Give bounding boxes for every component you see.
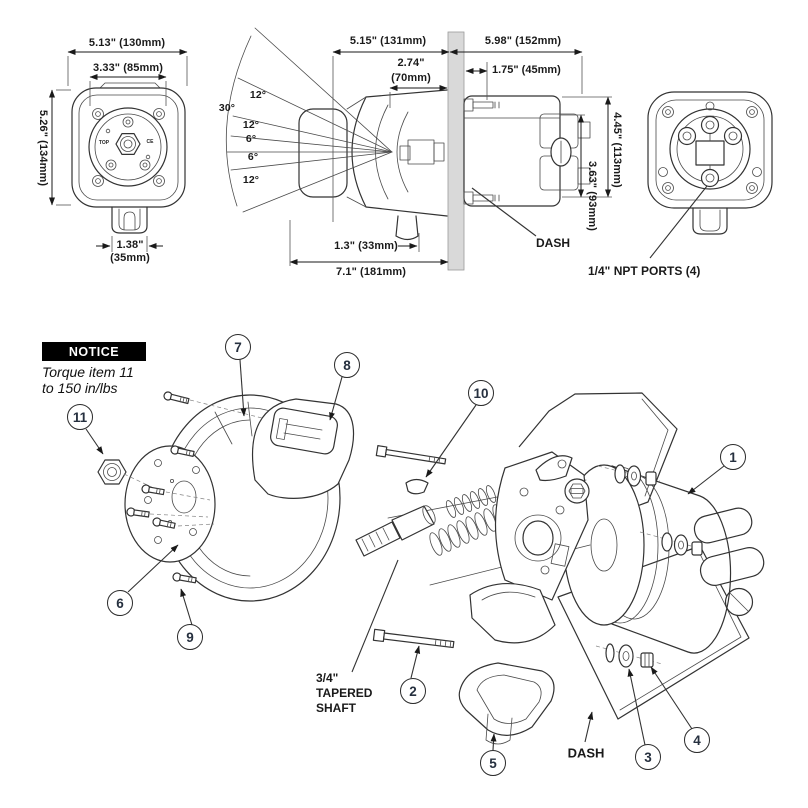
screw-item-9: [172, 572, 197, 584]
mounting-screws: [126, 391, 263, 584]
rear-dimensions: [449, 49, 612, 198]
callout-7: 7: [225, 334, 251, 360]
tilt-angle-2: 12°: [242, 119, 260, 131]
mounting-hardware: [595, 464, 703, 668]
front-shaft-hub: [115, 133, 141, 155]
long-bolt-lower: [372, 628, 455, 649]
front-top-tab: [99, 82, 161, 89]
notice-box: NOTICE: [42, 342, 146, 361]
dim-rear-body-height: 4.45" (113mm): [611, 112, 623, 188]
front-view-dimensions: [49, 49, 188, 252]
rear-center-block: [695, 140, 725, 166]
callout-5: 5: [480, 750, 506, 776]
dim-side-hub-depth-metric: (70mm): [391, 72, 431, 84]
dash-panel: [447, 31, 465, 271]
front-outer-flange: [71, 87, 186, 208]
exploded-view-drawing: [85, 359, 765, 751]
tilt-lever: [535, 455, 573, 482]
dim-front-width: 5.13" (130mm): [88, 37, 166, 49]
shaft-label-1: 3/4": [316, 671, 339, 685]
tilt-angle-3: 6°: [245, 133, 257, 145]
tilt-angle-0: 12°: [249, 89, 267, 101]
side-rear-body: [463, 95, 591, 207]
npt-ports-label: 1/4" NPT PORTS (4): [588, 264, 701, 278]
notice-line-1: Torque item 11: [42, 364, 134, 380]
ports-leader-line: [649, 185, 708, 259]
nut: [640, 652, 654, 668]
trim-cover: [458, 662, 555, 745]
notice-line-2: to 150 in/lbs: [42, 380, 118, 396]
notice-title: NOTICE: [68, 344, 120, 359]
dim-front-height: 5.26" (134mm): [37, 109, 49, 187]
callout-4: 4: [684, 727, 710, 753]
o-ring: [605, 643, 615, 663]
top-cover: [251, 398, 355, 499]
spring-large: [429, 504, 506, 556]
dim-front-mount: 3.33" (85mm): [92, 62, 164, 74]
tilt-angle-fan: [225, 27, 393, 213]
front-view-drawing: [49, 49, 188, 252]
tapered-shaft: [355, 505, 436, 557]
dash-label-bottom: DASH: [567, 745, 605, 761]
dash-leader-line: [471, 187, 537, 237]
dim-rear-bolt: 1.75" (45mm): [492, 64, 561, 76]
callout-11: 11: [67, 404, 93, 430]
shaft-label-3: SHAFT: [316, 701, 356, 715]
tilt-angle-5: 12°: [242, 174, 260, 186]
long-bolt-upper: [375, 445, 447, 465]
dim-side-tab-clearance: 1.3" (33mm): [334, 240, 398, 252]
callout-8: 8: [334, 352, 360, 378]
rear-bottom-tab: [692, 207, 728, 235]
dim-front-tab-metric: (35mm): [110, 252, 150, 264]
front-face-circle: [88, 107, 168, 187]
front-bottom-tab: [111, 206, 148, 234]
callout-9: 9: [177, 624, 203, 650]
rear-npt-ports: [677, 115, 743, 188]
side-bezel: [298, 108, 348, 198]
front-corner-screws: [92, 108, 165, 187]
ce-marking: CE: [146, 139, 154, 145]
callout-2: 2: [400, 678, 426, 704]
callout-10: 10: [468, 380, 494, 406]
side-drain-tab: [395, 215, 419, 241]
rear-screws: [658, 101, 762, 194]
tilt-mechanism: [355, 445, 591, 649]
top-marking: TOP: [98, 140, 110, 146]
callout-1: 1: [720, 444, 746, 470]
dim-side-hub-depth: 2.74": [397, 57, 425, 69]
lower-guard: [469, 582, 556, 644]
dim-front-tab: 1.38": [116, 239, 144, 251]
callout-6: 6: [107, 590, 133, 616]
dim-side-front-depth: 5.15" (131mm): [349, 35, 427, 47]
callout-3: 3: [635, 744, 661, 770]
side-view-drawing: [225, 27, 591, 271]
rear-view-drawing: [647, 91, 773, 259]
tilt-angle-4: 6°: [247, 151, 259, 163]
face-plate: [124, 445, 216, 563]
washer: [618, 644, 634, 668]
dim-rear-port-height: 3.63" (93mm): [586, 160, 598, 232]
callout-leaders: [85, 359, 725, 751]
shaft-nut: [97, 459, 163, 493]
tilt-angle-1: 30°: [218, 102, 236, 114]
woodruff-key: [405, 478, 429, 495]
fill-plug: [564, 478, 590, 504]
dash-label-top: DASH: [535, 236, 571, 250]
dim-side-total-depth: 7.1" (181mm): [335, 266, 407, 278]
shaft-label-2: TAPERED: [316, 686, 373, 700]
dim-rear-depth: 5.98" (152mm): [484, 35, 562, 47]
side-view-dimensions: [289, 49, 537, 266]
spring-small: [445, 485, 497, 518]
